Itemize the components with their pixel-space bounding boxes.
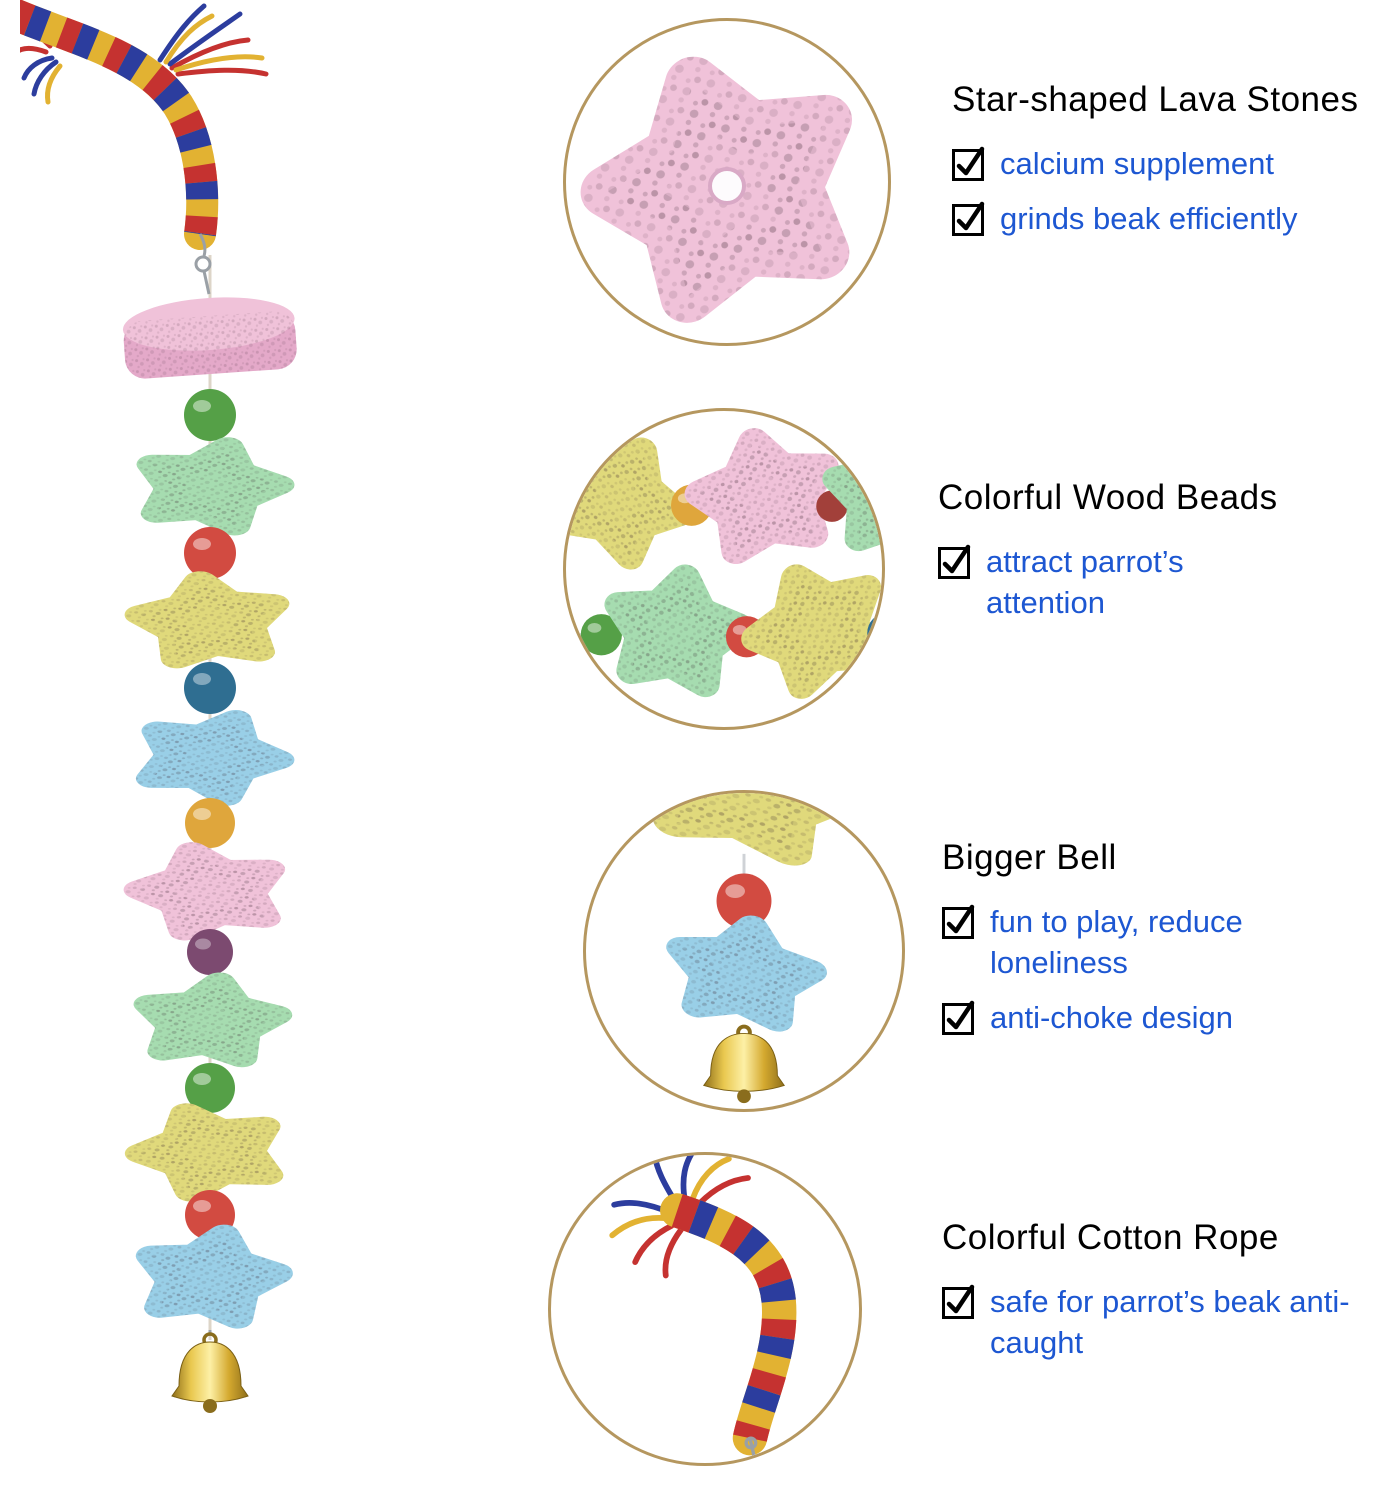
lava-stone-star-blue bbox=[673, 915, 817, 1024]
wood-bead-red bbox=[716, 873, 772, 929]
stone-hole bbox=[708, 167, 746, 205]
callout-bigger-bell: Bigger Bell fun to play, reduce loneline… bbox=[942, 838, 1320, 1053]
checkbox-checked-icon bbox=[942, 1284, 975, 1319]
feature-item: anti-choke design bbox=[942, 998, 1320, 1039]
wood-bead-red bbox=[184, 527, 236, 579]
lava-stone-star-yellow bbox=[134, 575, 284, 661]
lava-stone-star-green bbox=[836, 442, 882, 539]
feature-text: calcium supplement bbox=[1000, 146, 1274, 181]
wood-bead-green bbox=[580, 614, 622, 656]
lava-stone-closeup bbox=[566, 21, 888, 343]
callout-cotton-rope: Colorful Cotton Rope safe for parrot’s b… bbox=[942, 1218, 1350, 1378]
bell bbox=[171, 1330, 249, 1413]
bell-large bbox=[702, 1024, 786, 1104]
checkbox-checked-icon bbox=[942, 904, 975, 939]
lava-stone-star-green bbox=[608, 567, 745, 688]
callout-wood-beads: Colorful Wood Beads attract parrot’s att… bbox=[938, 478, 1278, 638]
wood-bead-purple bbox=[187, 929, 233, 975]
checkbox-checked-icon bbox=[952, 201, 985, 236]
wood-bead-green bbox=[184, 389, 236, 441]
feature-item: calcium supplement bbox=[952, 144, 1358, 185]
rope-closeup bbox=[609, 1155, 797, 1460]
lava-stone-star-green bbox=[139, 976, 283, 1059]
callout-image-wood-beads bbox=[563, 408, 885, 730]
lava-stone-star-yellow bbox=[641, 793, 851, 860]
feature-item: grinds beak efficiently bbox=[952, 199, 1358, 240]
callout-title: Bigger Bell bbox=[942, 838, 1117, 877]
lava-stone-disc-pink bbox=[122, 297, 297, 379]
callout-title: Colorful Wood Beads bbox=[938, 478, 1278, 517]
hanging-toy-photo bbox=[20, 0, 400, 1413]
feature-text: safe for parrot’s beak anti-caught bbox=[990, 1284, 1350, 1360]
callout-image-bell bbox=[583, 790, 905, 1112]
cotton-rope-large bbox=[660, 1193, 797, 1456]
feature-item: fun to play, reduce loneliness bbox=[942, 902, 1320, 984]
feature-item: safe for parrot’s beak anti-caught bbox=[942, 1282, 1350, 1364]
callout-lava-stones: Star-shaped Lava Stones calcium suppleme… bbox=[952, 80, 1358, 254]
feature-text: anti-choke design bbox=[990, 999, 1233, 1035]
feature-text: fun to play, reduce loneliness bbox=[990, 904, 1243, 980]
callout-title: Star-shaped Lava Stones bbox=[952, 80, 1359, 119]
callout-image-rope bbox=[548, 1152, 862, 1466]
lava-stone-star-blue bbox=[129, 705, 297, 802]
checkbox-checked-icon bbox=[942, 1000, 975, 1035]
callout-title: Colorful Cotton Rope bbox=[942, 1218, 1279, 1257]
lava-stone-star-yellow bbox=[124, 1099, 291, 1197]
wood-bead-orange bbox=[185, 798, 235, 848]
lava-stone-star-blue bbox=[136, 1226, 287, 1322]
lava-stone-star-pink bbox=[692, 428, 837, 555]
wood-bead-green bbox=[185, 1063, 235, 1113]
bell-closeup bbox=[586, 793, 902, 1104]
feature-item: attract parrot’s attention bbox=[938, 542, 1278, 624]
checkbox-checked-icon bbox=[938, 544, 971, 579]
metal-hook bbox=[194, 233, 212, 295]
lava-stone-star-green bbox=[133, 437, 291, 530]
lava-stone-star-pink bbox=[127, 842, 289, 935]
wood-beads-closeup bbox=[566, 411, 882, 727]
cotton-rope bbox=[20, 0, 219, 250]
callout-image-lava-stone bbox=[563, 18, 891, 346]
wood-bead-teal bbox=[184, 662, 236, 714]
feature-text: attract parrot’s attention bbox=[986, 544, 1184, 620]
checkbox-checked-icon bbox=[952, 146, 985, 181]
feature-text: grinds beak efficiently bbox=[1000, 200, 1298, 236]
lava-stone-star-yellow bbox=[740, 553, 882, 695]
